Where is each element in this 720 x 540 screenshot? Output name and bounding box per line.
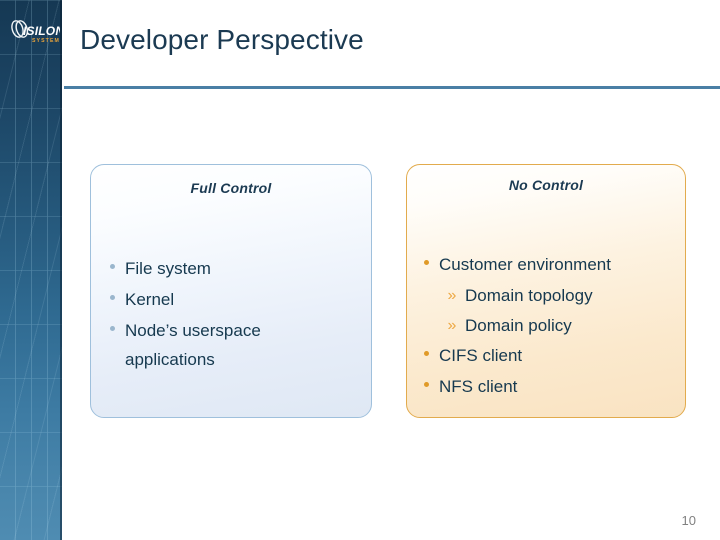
list-item: Kernel: [99, 285, 371, 314]
list-item: CIFS client: [413, 341, 685, 370]
bullet-dot-icon: [413, 250, 439, 279]
list-item-label: Kernel: [125, 290, 175, 309]
bullet-dot-icon: [413, 341, 439, 370]
no-control-heading: No Control: [508, 177, 584, 193]
bullet-dot-icon: [99, 316, 125, 345]
list-item: Customer environment: [413, 250, 685, 279]
page-number: 10: [681, 513, 696, 528]
isilon-logo-icon: ISILON SYSTEMS: [11, 20, 60, 44]
no-control-bullet-list: Customer environment » Domain topology »…: [407, 250, 685, 403]
sub-list-item-label: Domain topology: [465, 286, 593, 305]
bullet-dot-icon: [99, 254, 125, 283]
svg-text:ISILON: ISILON: [23, 24, 60, 38]
title-divider-rule: [64, 86, 720, 89]
sub-list-item-label: Domain policy: [465, 316, 572, 335]
no-control-box: No Control Customer environment » Domain…: [406, 164, 686, 418]
list-item: File system: [99, 254, 371, 283]
list-item-label: NFS client: [439, 377, 518, 396]
list-item: NFS client: [413, 372, 685, 401]
sidebar-diagonal-pattern: [0, 0, 62, 540]
slide-sidebar-banner: ISILON SYSTEMS: [0, 0, 62, 540]
svg-text:SYSTEMS: SYSTEMS: [32, 38, 60, 44]
sidebar-grid-pattern: [0, 0, 62, 540]
bullet-dot-icon: [413, 372, 439, 401]
bullet-dot-icon: [99, 285, 125, 314]
list-item: Node’s userspace applications: [99, 316, 371, 374]
sidebar-edge-line: [60, 0, 62, 540]
list-item-label: Customer environment: [439, 255, 611, 274]
full-control-heading: Full Control: [190, 180, 272, 196]
sub-list-item: » Domain policy: [413, 311, 685, 340]
full-control-bullet-list: File system Kernel Node’s userspace appl…: [91, 254, 371, 376]
list-item-label: File system: [125, 259, 211, 278]
list-item-label: Node’s userspace applications: [125, 321, 261, 369]
slide-title: Developer Perspective: [80, 24, 364, 55]
isilon-systems-logo: ISILON SYSTEMS: [6, 16, 60, 50]
double-chevron-icon: »: [447, 317, 457, 334]
list-item-label: CIFS client: [439, 346, 523, 365]
double-chevron-icon: »: [447, 287, 457, 304]
sub-list-item: » Domain topology: [413, 281, 685, 310]
full-control-box: Full Control File system Kernel Node’s u…: [90, 164, 372, 418]
